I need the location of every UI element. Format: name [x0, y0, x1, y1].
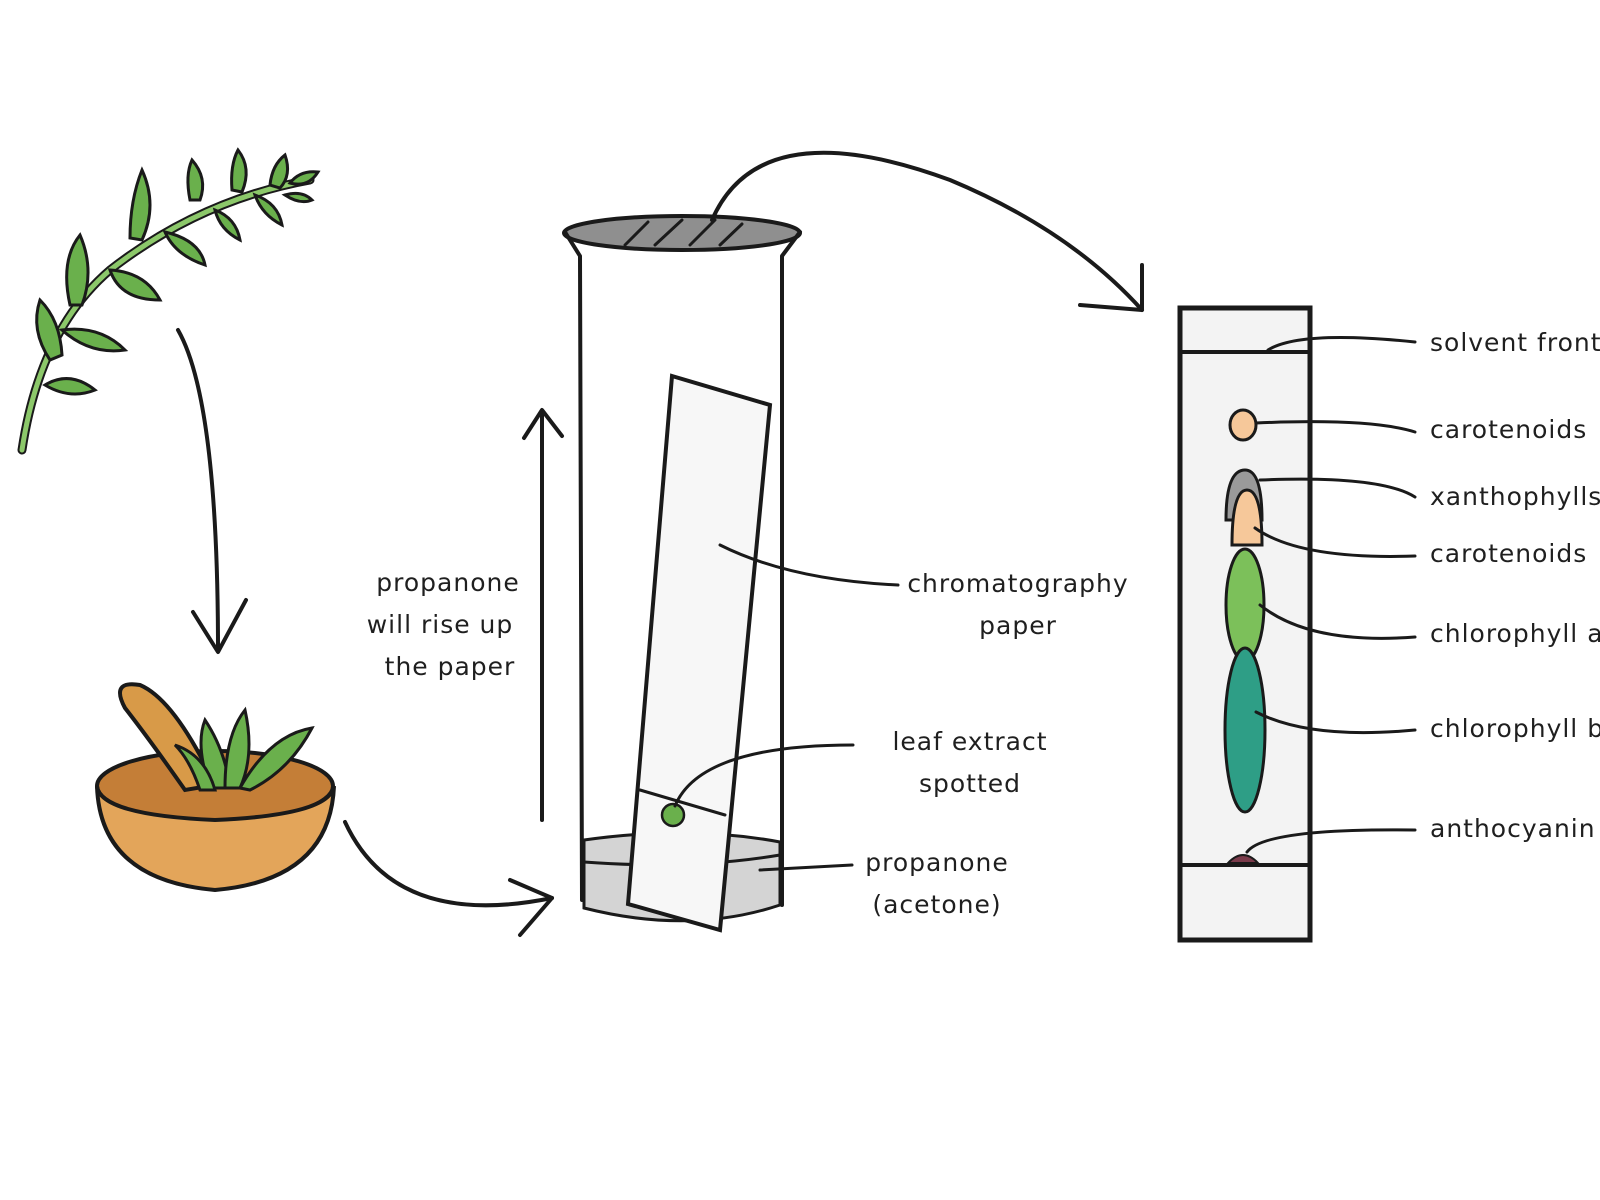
solvent-label-line1: propanone	[865, 848, 1008, 877]
rise-label-line3: the paper	[385, 652, 516, 681]
mortar-pestle-illustration	[95, 682, 336, 893]
arrow-cylinder-to-result	[710, 150, 1144, 312]
chlorophyll-a-label: chlorophyll a	[1430, 619, 1600, 648]
solvent-front-label: solvent front	[1430, 328, 1600, 357]
xanthophylls-leader-line	[1258, 477, 1417, 499]
carotenoids-lower-leader-line	[1253, 526, 1417, 558]
extract-label-line1: leaf extract	[892, 727, 1047, 756]
chlorophyll-b-leader-line	[1254, 710, 1417, 735]
solvent-label-line2: (acetone)	[872, 890, 1001, 919]
carotenoids-top-leader-line	[1254, 420, 1417, 434]
arrow-leaf-to-bowl	[176, 328, 220, 652]
paper-label-line1: chromatography	[907, 569, 1128, 598]
xanthophylls-label: xanthophylls	[1430, 482, 1600, 511]
arrow-bowl-to-cylinder	[343, 820, 554, 908]
rise-label-line2: will rise up	[367, 610, 514, 639]
solvent-front-leader-line	[1266, 336, 1417, 352]
carotenoids-top-label: carotenoids	[1430, 415, 1587, 444]
leaf-branch-illustration	[17, 147, 321, 455]
rise-label-line1: propanone	[376, 568, 519, 597]
paper-leader-line	[718, 543, 900, 587]
extract-label-line2: spotted	[919, 769, 1021, 798]
chlorophyll-a-leader-line	[1258, 603, 1417, 640]
chlorophyll-b-label: chlorophyll b	[1430, 714, 1600, 743]
extract-leader-line	[673, 743, 855, 808]
cylinder-illustration	[562, 214, 802, 933]
paper-label-line2: paper	[979, 611, 1057, 640]
anthocyanin-leader-line	[1245, 828, 1417, 854]
solvent-leader-line	[758, 863, 854, 872]
carotenoids-lower-label: carotenoids	[1430, 539, 1587, 568]
anthocyanin-label: anthocyanin	[1430, 814, 1596, 843]
